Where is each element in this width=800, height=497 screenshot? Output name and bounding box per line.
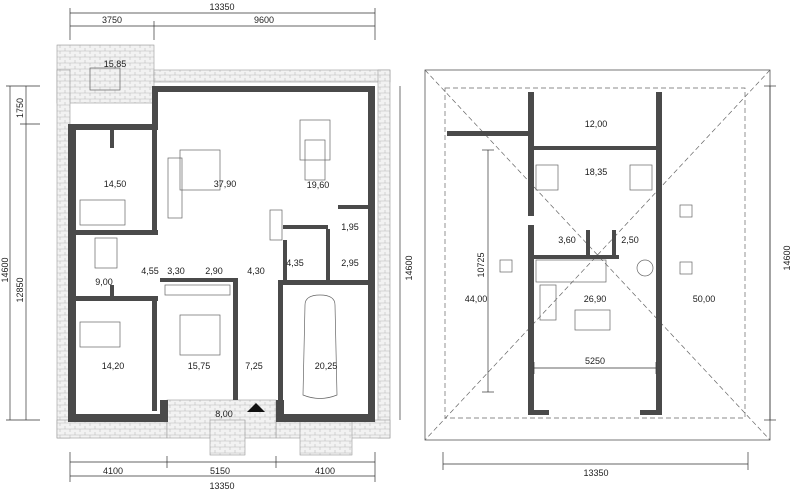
room-hall-b-area: 3,30 [167, 266, 185, 276]
attic-floor-plan: 12,00 18,35 3,60 2,50 44,00 26,90 50,00 … [424, 69, 792, 478]
attic-room-labels: 12,00 18,35 3,60 2,50 44,00 26,90 50,00 [465, 119, 716, 304]
attic-dim-bottom: 13350 [583, 468, 608, 478]
dim-top-left: 3750 [102, 15, 122, 25]
attic-living-area: 26,90 [584, 294, 607, 304]
attic-walls [447, 92, 662, 415]
dim-left-bottom: 12850 [15, 277, 25, 302]
ground-floor-plan: 15,85 14,50 37,90 19,60 1,95 9,00 4,55 3… [0, 2, 414, 491]
room-bedroom-top-area: 14,50 [104, 179, 127, 189]
attic-dim-right: 14600 [782, 245, 792, 270]
room-utility-area: 2,95 [341, 258, 359, 268]
dim-bottom-left: 4100 [103, 466, 123, 476]
attic-dim-inner-width: 5250 [585, 356, 605, 366]
room-hall-c-area: 7,25 [245, 361, 263, 371]
dim-top-right: 9600 [254, 15, 274, 25]
ground-floor-furniture [79, 67, 338, 412]
room-bedroom-bottom-area: 14,20 [102, 361, 125, 371]
room-master-area: 15,75 [188, 361, 211, 371]
dim-bottom-right: 4100 [315, 466, 335, 476]
room-bath-area: 9,00 [95, 277, 113, 287]
dim-top-total: 13350 [209, 2, 234, 12]
ground-floor-walls [68, 86, 375, 422]
dim-bottom-middle: 5150 [210, 466, 230, 476]
attic-left-area: 44,00 [465, 294, 488, 304]
room-hall-a-area: 4,55 [141, 266, 159, 276]
room-wc-area: 4,35 [286, 258, 304, 268]
room-garage-area: 20,25 [315, 361, 338, 371]
room-corridor-area: 4,30 [247, 266, 265, 276]
dim-left-total: 14600 [0, 257, 10, 282]
attic-closet-area: 2,50 [621, 235, 639, 245]
room-pantry-area: 1,95 [341, 222, 359, 232]
dim-bottom-total: 13350 [209, 481, 234, 491]
ground-floor-dimensions: 13350 3750 9600 4100 5150 4100 13350 146… [0, 2, 414, 491]
attic-bath-area: 3,60 [558, 235, 576, 245]
paving-areas [56, 44, 391, 456]
attic-dimensions: 13350 14600 10725 5250 [442, 85, 792, 478]
attic-furniture [499, 164, 693, 331]
room-entrance-area: 8,00 [215, 409, 233, 419]
room-terrace-area: 15,85 [104, 59, 127, 69]
dim-left-top: 1750 [15, 98, 25, 118]
room-kitchen-area: 19,60 [307, 180, 330, 190]
attic-right-area: 50,00 [693, 294, 716, 304]
dim-right-total: 14600 [404, 255, 414, 280]
room-living-area: 37,90 [214, 179, 237, 189]
attic-loft-area: 12,00 [585, 119, 608, 129]
room-wardrobe-area: 2,90 [205, 266, 223, 276]
attic-bedroom-area: 18,35 [585, 167, 608, 177]
ground-floor-room-labels: 15,85 14,50 37,90 19,60 1,95 9,00 4,55 3… [95, 59, 359, 419]
attic-dim-inner-height: 10725 [476, 252, 486, 277]
